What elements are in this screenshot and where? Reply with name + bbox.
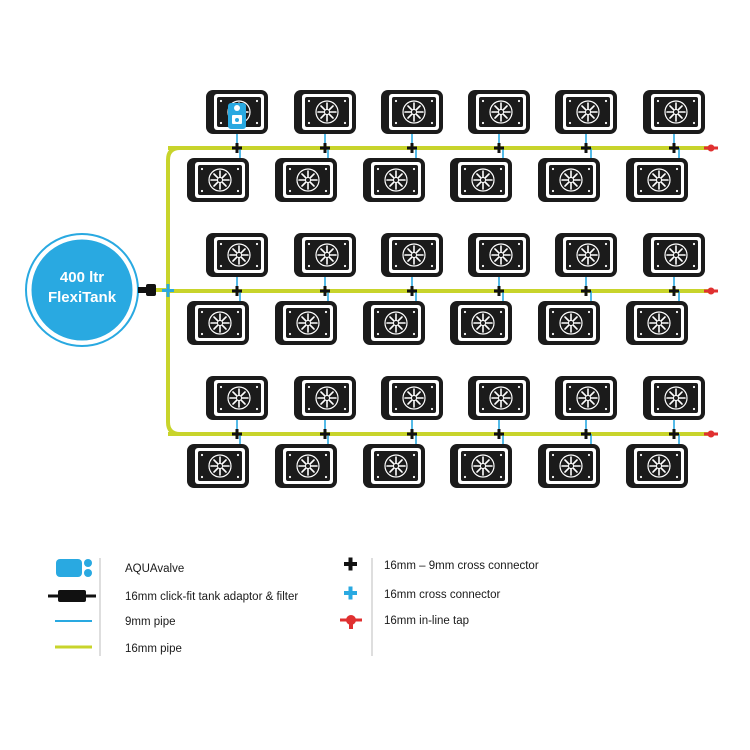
legend-label-pipe-16mm: 16mm pipe <box>125 643 182 655</box>
pot-bottom <box>449 443 513 489</box>
inline-tap <box>707 287 715 295</box>
pot-top <box>554 232 618 278</box>
cross-connector-16-9 <box>584 143 588 153</box>
legend-label-inline-tap: 16mm in-line tap <box>384 615 469 627</box>
pot-bottom <box>274 443 338 489</box>
cross-connector-16-9 <box>410 286 414 296</box>
pot-bottom <box>537 300 601 346</box>
pot-top <box>554 375 618 421</box>
pot-top <box>380 375 444 421</box>
cross-connector-16-9 <box>497 143 501 153</box>
pot-bottom <box>186 300 250 346</box>
cross-connector-16-9 <box>323 143 327 153</box>
legend-label-adaptor: 16mm click-fit tank adaptor & filter <box>125 591 298 603</box>
pot-bottom <box>537 443 601 489</box>
pot-bottom <box>537 157 601 203</box>
cross-connector-16-9 <box>235 143 239 153</box>
cross-connector-16-9 <box>323 286 327 296</box>
pot-bottom <box>362 300 426 346</box>
cross-connector-16-9 <box>410 143 414 153</box>
aquavalve-icon <box>56 559 92 577</box>
pot-top <box>467 375 531 421</box>
pot-bottom <box>362 157 426 203</box>
cross-connector-16-9 <box>497 429 501 439</box>
tank-adaptor-filter <box>138 284 156 296</box>
cross-connector-16-9 <box>584 429 588 439</box>
pot-top <box>293 232 357 278</box>
cross-connector-16-9 <box>672 143 676 153</box>
pot-bottom <box>449 300 513 346</box>
pot-top <box>380 89 444 135</box>
cross-connector-16-9 <box>235 429 239 439</box>
tank-label-capacity: 400 ltr <box>60 269 104 286</box>
cross-connector-16 <box>166 284 170 297</box>
legend-left: AQUAvalve 16mm click-fit tank adaptor & … <box>48 559 298 655</box>
pot-bottom <box>186 443 250 489</box>
cross-connector-16-9 <box>672 286 676 296</box>
aquavalve <box>228 103 246 129</box>
inline-tap <box>707 430 715 438</box>
cross-connector-16-9 <box>323 429 327 439</box>
connectors-layer <box>162 143 718 439</box>
pot-bottom <box>186 157 250 203</box>
pot-top <box>467 232 531 278</box>
cross-connector-16-9-icon <box>344 557 357 571</box>
pot-top <box>380 232 444 278</box>
pot-top <box>642 89 706 135</box>
pot-top <box>642 232 706 278</box>
legend-label-cross-16-9: 16mm – 9mm cross connector <box>384 560 539 572</box>
inline-tap <box>707 144 715 152</box>
pot-bottom <box>625 300 689 346</box>
pot-bottom <box>625 157 689 203</box>
legend-label-cross-16: 16mm cross connector <box>384 589 500 601</box>
pot-top <box>554 89 618 135</box>
legend-right: 16mm – 9mm cross connector 16mm cross co… <box>340 557 539 629</box>
pot-top <box>293 375 357 421</box>
pot-bottom <box>274 300 338 346</box>
cross-connector-16-icon <box>344 586 357 600</box>
cross-connector-16-9 <box>672 429 676 439</box>
pot-bottom <box>362 443 426 489</box>
tank-label-name: FlexiTank <box>48 289 117 306</box>
pot-top <box>467 89 531 135</box>
cross-connector-16-9 <box>410 429 414 439</box>
pot-bottom <box>625 443 689 489</box>
pot-bottom <box>274 157 338 203</box>
pot-top <box>205 375 269 421</box>
cross-connector-16-9 <box>584 286 588 296</box>
cross-connector-16-9 <box>497 286 501 296</box>
flexitank: 400 ltr FlexiTank <box>25 233 139 347</box>
cross-connector-16-9 <box>235 286 239 296</box>
tank-adaptor-filter-icon <box>48 590 96 602</box>
pot-top <box>293 89 357 135</box>
legend-label-pipe-9mm: 9mm pipe <box>125 616 176 628</box>
pot-bottom <box>449 157 513 203</box>
pot-top <box>205 232 269 278</box>
legend-label-aquavalve: AQUAvalve <box>125 563 184 575</box>
inline-tap-icon <box>340 615 362 629</box>
pot-top <box>642 375 706 421</box>
